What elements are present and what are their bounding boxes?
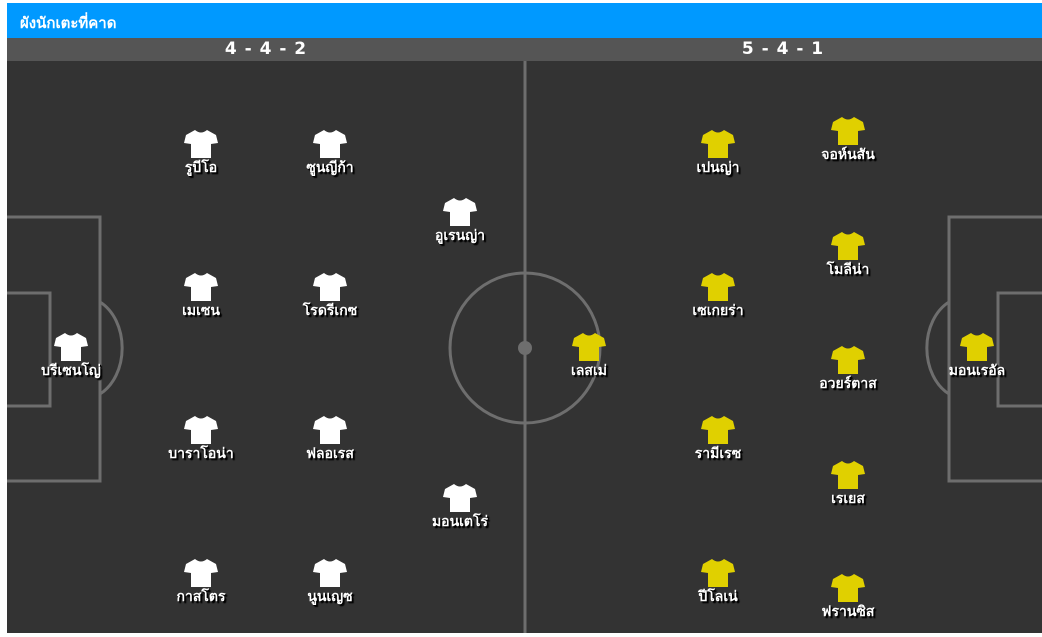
- player-home-def: บาราโอน่า: [141, 415, 261, 462]
- white-shirt-icon: [313, 558, 347, 588]
- player-away-def: โมลีน่า: [788, 231, 908, 278]
- player-name: จอห์นสัน: [821, 147, 875, 163]
- pitch: บรีเซนโญ่ รูบีโอ เมเซน บาราโอน่า กาสโตร …: [7, 61, 1042, 633]
- white-shirt-icon: [184, 129, 218, 159]
- player-name: เรเยส: [831, 491, 865, 507]
- lineup-widget: ผังนักเตะที่คาด 4 - 4 - 2 5 - 4 - 1 บรีเ…: [7, 3, 1042, 633]
- player-name: ปีโลเน่: [698, 589, 738, 605]
- player-away-mid: เปนญ่า: [658, 129, 778, 176]
- player-away-fwd: เลสเม่: [529, 332, 649, 379]
- player-name: มอนเรอัล: [948, 363, 1006, 379]
- player-away-def: ฟรานซิส: [788, 573, 908, 620]
- player-away-mid: เซเกยร่า: [658, 272, 778, 319]
- center-spot: [518, 341, 532, 355]
- player-home-def: กาสโตร: [141, 558, 261, 605]
- widget-title: ผังนักเตะที่คาด: [20, 14, 117, 32]
- player-home-mid: โรดรีเกซ: [270, 272, 390, 319]
- white-shirt-icon: [313, 415, 347, 445]
- player-name: บาราโอน่า: [168, 446, 234, 462]
- yellow-shirt-icon: [701, 272, 735, 302]
- white-shirt-icon: [313, 272, 347, 302]
- yellow-shirt-icon: [831, 345, 865, 375]
- player-away-mid: ปีโลเน่: [658, 558, 778, 605]
- away-goal-area: [996, 291, 1042, 408]
- player-home-mid: ฟลอเรส: [270, 415, 390, 462]
- home-penalty-area: [7, 215, 102, 483]
- formation-bar: 4 - 4 - 2 5 - 4 - 1: [7, 38, 1042, 61]
- white-shirt-icon: [184, 415, 218, 445]
- yellow-shirt-icon: [831, 573, 865, 603]
- player-name: รามีเรซ: [694, 446, 742, 462]
- player-home-def: รูบีโอ: [141, 129, 261, 176]
- home-goal-area: [7, 291, 52, 408]
- player-name: ฟรานซิส: [821, 604, 875, 620]
- yellow-shirt-icon: [701, 415, 735, 445]
- player-name: นูนเญซ: [307, 589, 353, 605]
- player-name: เมเซน: [182, 303, 220, 319]
- player-away-def: เรเยส: [788, 460, 908, 507]
- player-name: เลสเม่: [571, 363, 607, 379]
- player-name: มอนเตโร่: [431, 514, 489, 530]
- white-shirt-icon: [313, 129, 347, 159]
- player-name: อูเรนญ่า: [434, 228, 486, 244]
- white-shirt-icon: [443, 197, 477, 227]
- player-name: กาสโตร: [176, 589, 226, 605]
- player-home-fwd: มอนเตโร่: [400, 483, 520, 530]
- yellow-shirt-icon: [831, 116, 865, 146]
- player-name: โมลีน่า: [826, 262, 870, 278]
- yellow-shirt-icon: [960, 332, 994, 362]
- player-home-def: เมเซน: [141, 272, 261, 319]
- center-circle: [448, 271, 602, 425]
- player-home-mid: นูนเญซ: [270, 558, 390, 605]
- player-home-gk: บรีเซนโญ่: [11, 332, 131, 379]
- yellow-shirt-icon: [701, 558, 735, 588]
- pitch-markings: [7, 61, 1042, 633]
- white-shirt-icon: [54, 332, 88, 362]
- white-shirt-icon: [184, 558, 218, 588]
- player-name: เปนญ่า: [696, 160, 740, 176]
- home-penalty-arc: [99, 300, 124, 396]
- away-penalty-area: [947, 215, 1042, 483]
- away-penalty-arc: [925, 300, 950, 396]
- home-formation: 4 - 4 - 2: [224, 39, 308, 59]
- player-home-fwd: อูเรนญ่า: [400, 197, 520, 244]
- player-name: อวยร์ตาส: [819, 376, 877, 392]
- player-name: ซูนญีก้า: [306, 160, 354, 176]
- player-away-def: อวยร์ตาส: [788, 345, 908, 392]
- yellow-shirt-icon: [831, 460, 865, 490]
- white-shirt-icon: [443, 483, 477, 513]
- player-home-mid: ซูนญีก้า: [270, 129, 390, 176]
- player-name: เซเกยร่า: [692, 303, 744, 319]
- player-away-mid: รามีเรซ: [658, 415, 778, 462]
- player-away-gk: มอนเรอัล: [917, 332, 1037, 379]
- away-formation: 5 - 4 - 1: [741, 39, 825, 59]
- title-bar: ผังนักเตะที่คาด: [7, 3, 1042, 38]
- white-shirt-icon: [184, 272, 218, 302]
- player-away-def: จอห์นสัน: [788, 116, 908, 163]
- player-name: โรดรีเกซ: [302, 303, 358, 319]
- player-name: ฟลอเรส: [306, 446, 354, 462]
- yellow-shirt-icon: [831, 231, 865, 261]
- player-name: บรีเซนโญ่: [41, 363, 101, 379]
- player-name: รูบีโอ: [184, 160, 218, 176]
- yellow-shirt-icon: [701, 129, 735, 159]
- yellow-shirt-icon: [572, 332, 606, 362]
